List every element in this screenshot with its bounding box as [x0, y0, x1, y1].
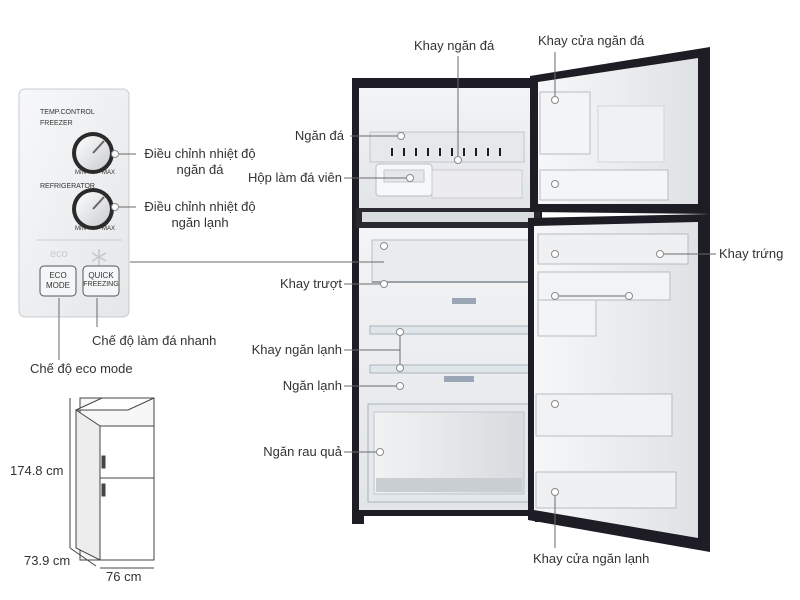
- dimension-width: 76 cm: [106, 569, 142, 584]
- dimension-depth: 73.9 cm: [24, 553, 71, 568]
- freezer-temperature-knob[interactable]: [72, 132, 114, 174]
- label-che-do-eco-mode: Chế độ eco mode: [30, 361, 133, 376]
- quick-button-label-2: FREEZING: [83, 281, 119, 288]
- freezer-door-shelf: [539, 169, 669, 201]
- label-dieu-chinh-ngan-lanh-line2: ngăn lạnh: [171, 215, 229, 230]
- label-che-do-lam-da-nhanh: Chế độ làm đá nhanh: [92, 333, 217, 348]
- panel-refrigerator-text: REFRIGERATOR: [40, 183, 95, 190]
- freezer-shelf: [369, 131, 525, 163]
- sliding-tray: [371, 239, 531, 283]
- freezer-knob-min-text: MIN: [75, 170, 86, 176]
- glass-shelf-1: [369, 325, 533, 335]
- egg-tray: [537, 233, 689, 265]
- fridge-knob-min-text: MIN: [75, 226, 86, 232]
- eco-logo-text: eco: [50, 248, 68, 260]
- label-khay-trung: Khay trứng: [719, 246, 784, 261]
- refrigerator-door-shelf-3: [535, 471, 677, 509]
- freezer-knob-max-text: MAX: [102, 170, 116, 176]
- snowflake-icon: [91, 249, 107, 265]
- label-ngan-lanh: Ngăn lạnh: [282, 378, 342, 393]
- freezer-door: [530, 47, 710, 214]
- dimension-box: [69, 397, 155, 569]
- label-ngan-rau-qua: Ngăn rau quả: [263, 444, 342, 459]
- label-khay-ngan-lanh: Khay ngăn lạnh: [251, 342, 342, 357]
- label-dieu-chinh-ngan-da-line2: ngăn đá: [176, 162, 224, 177]
- dimension-height: 174.8 cm: [10, 463, 64, 478]
- glass-shelf-2: [369, 364, 533, 374]
- label-dieu-chinh-ngan-da-line1: Điều chỉnh nhiệt độ: [144, 146, 256, 161]
- label-khay-ngan-da: Khay ngăn đá: [414, 38, 495, 53]
- refrigerator-door-shelf-2: [535, 393, 673, 437]
- label-khay-cua-ngan-da: Khay cửa ngăn đá: [538, 33, 645, 48]
- control-panel: [18, 88, 130, 318]
- label-hop-lam-da-vien: Hộp làm đá viên: [248, 170, 342, 185]
- label-khay-cua-ngan-lanh: Khay cửa ngăn lạnh: [533, 551, 650, 566]
- fridge-knob-max-text: MAX: [102, 226, 116, 232]
- panel-temp-control-text: TEMP.CONTROL: [40, 109, 95, 116]
- refrigerator-door-shelf-1: [537, 271, 671, 301]
- label-khay-truot: Khay trượt: [279, 276, 342, 291]
- callout-lines: [58, 52, 716, 548]
- fridge-cabinet: [352, 78, 545, 524]
- panel-freezer-text: FREEZER: [40, 120, 73, 127]
- label-dieu-chinh-ngan-lanh-line1: Điều chỉnh nhiệt độ: [144, 199, 256, 214]
- eco-button-label-2: MODE: [46, 281, 70, 290]
- refrigerator-door: [528, 214, 710, 552]
- quick-button-label-1: QUICK: [88, 271, 114, 280]
- label-ngan-da: Ngăn đá: [294, 128, 344, 143]
- refrigerator-temperature-knob[interactable]: [72, 188, 114, 230]
- callout-dots: [111, 96, 664, 496]
- quick-freezing-button[interactable]: [82, 265, 120, 297]
- eco-button-label-1: ECO: [49, 271, 67, 280]
- eco-mode-button[interactable]: [39, 265, 77, 297]
